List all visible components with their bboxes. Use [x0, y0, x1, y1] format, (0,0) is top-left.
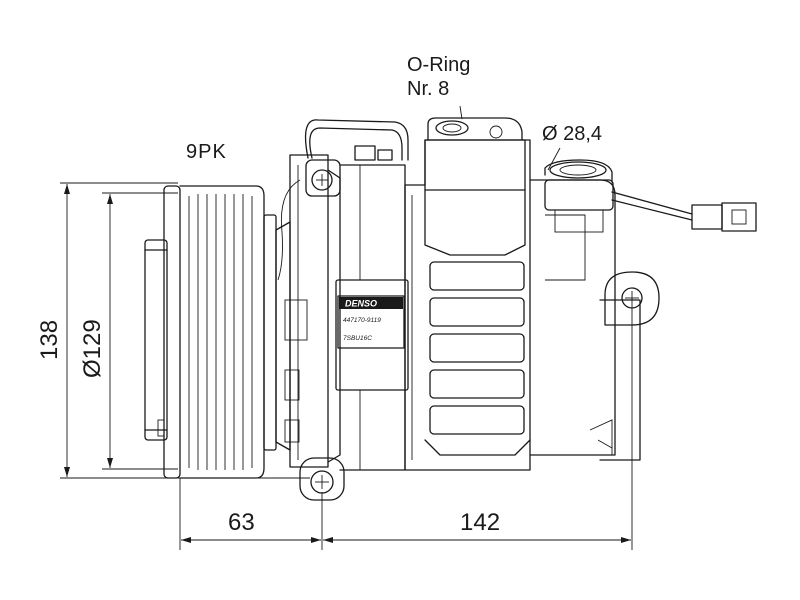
- discharge-port: [544, 159, 614, 233]
- nameplate-brand-band: [339, 297, 403, 309]
- pulley-offset-value: 63: [228, 509, 255, 536]
- nameplate: DENSO 447170-9119 7SBU16C: [337, 295, 405, 349]
- nameplate-model: 7SBU16C: [343, 335, 372, 342]
- port-diameter-label: Ø 28,4: [542, 123, 602, 145]
- oring-label: O-Ring: [407, 54, 470, 76]
- annotations: O-Ring Nr. 8 9PK Ø 28,4: [186, 54, 602, 163]
- pulley: [144, 185, 277, 479]
- pulley-grooves-label: 9PK: [186, 141, 227, 163]
- body-length-value: 142: [460, 509, 500, 536]
- dimension-lines: [60, 105, 633, 550]
- suction-port: [427, 117, 523, 141]
- wiring-harness: [277, 119, 757, 281]
- compressor-body: [335, 139, 660, 471]
- nameplate-brand: DENSO: [345, 299, 377, 309]
- nameplate-part-number: 447170-9119: [343, 317, 381, 324]
- dimension-values: 138 Ø129 63 142: [36, 319, 500, 536]
- front-housing: [275, 154, 345, 501]
- overall-height-value: 138: [36, 320, 63, 360]
- oring-number-label: Nr. 8: [407, 78, 449, 100]
- pulley-diameter-value: Ø129: [79, 319, 106, 378]
